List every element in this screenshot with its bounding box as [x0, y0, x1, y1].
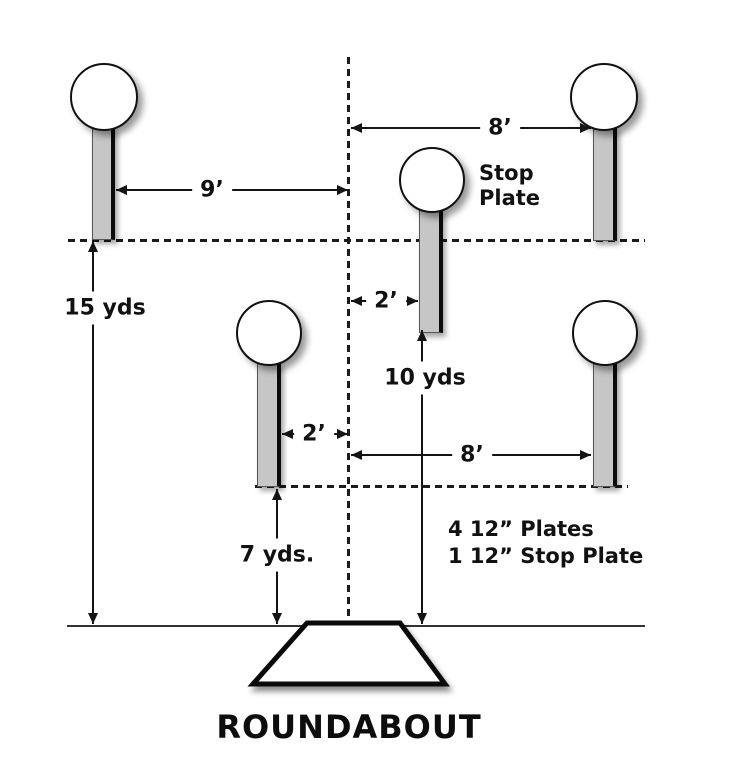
plate-top-right-post: [593, 127, 617, 241]
dim-7yds-label: 7 yds.: [232, 538, 322, 572]
dim-8ft-top-label: 8’: [480, 114, 520, 142]
dim-8ft-lower-label: 8’: [452, 441, 492, 469]
dim-7yds: 7 yds.: [232, 489, 322, 624]
plate-line-top-dashed: [68, 239, 645, 242]
dim-2ft-stop-label: 2’: [366, 287, 406, 315]
plate-stop-post: [419, 209, 443, 333]
plate-lower-left-post: [257, 362, 281, 487]
plate-stop-circle: [399, 147, 465, 213]
stage-title: ROUNDABOUT: [216, 708, 482, 746]
dim-9ft-label: 9’: [192, 176, 232, 204]
plate-lower-left-circle: [236, 300, 302, 366]
plate-lower-right-circle: [572, 300, 638, 366]
plate-lower-right-post: [593, 362, 617, 487]
plate-line-lower-dashed: [255, 485, 628, 488]
plate-inventory-line2: 1 12” Stop Plate: [448, 544, 644, 568]
plate-inventory-note: 4 12” Plates 1 12” Stop Plate: [448, 516, 643, 570]
dim-10yds-label: 10 yds: [377, 361, 473, 395]
dim-10yds: 10 yds: [377, 330, 473, 624]
dim-9ft: 9’: [116, 176, 348, 204]
dim-2ft-lower-label: 2’: [294, 420, 334, 448]
stop-plate-label-line2: Plate: [479, 186, 541, 210]
plate-inventory-line1: 4 12” Plates: [448, 517, 594, 541]
shooter-box: [247, 620, 450, 687]
stop-plate-label-line1: Stop: [479, 161, 534, 185]
centerline-vertical-dashed: [347, 57, 350, 626]
stop-plate-label: Stop Plate: [479, 161, 540, 211]
dim-15yds: 15 yds: [57, 241, 153, 624]
dim-2ft-stop: 2’: [351, 287, 418, 315]
dim-2ft-lower: 2’: [282, 420, 348, 448]
plate-top-right-circle: [570, 63, 638, 131]
dim-8ft-top: 8’: [351, 114, 591, 142]
dim-8ft-lower: 8’: [351, 441, 591, 469]
plate-top-left-circle: [70, 63, 138, 131]
shooter-box-shape: [247, 620, 450, 687]
dim-15yds-label: 15 yds: [57, 291, 153, 325]
plate-top-left-post: [92, 127, 115, 240]
